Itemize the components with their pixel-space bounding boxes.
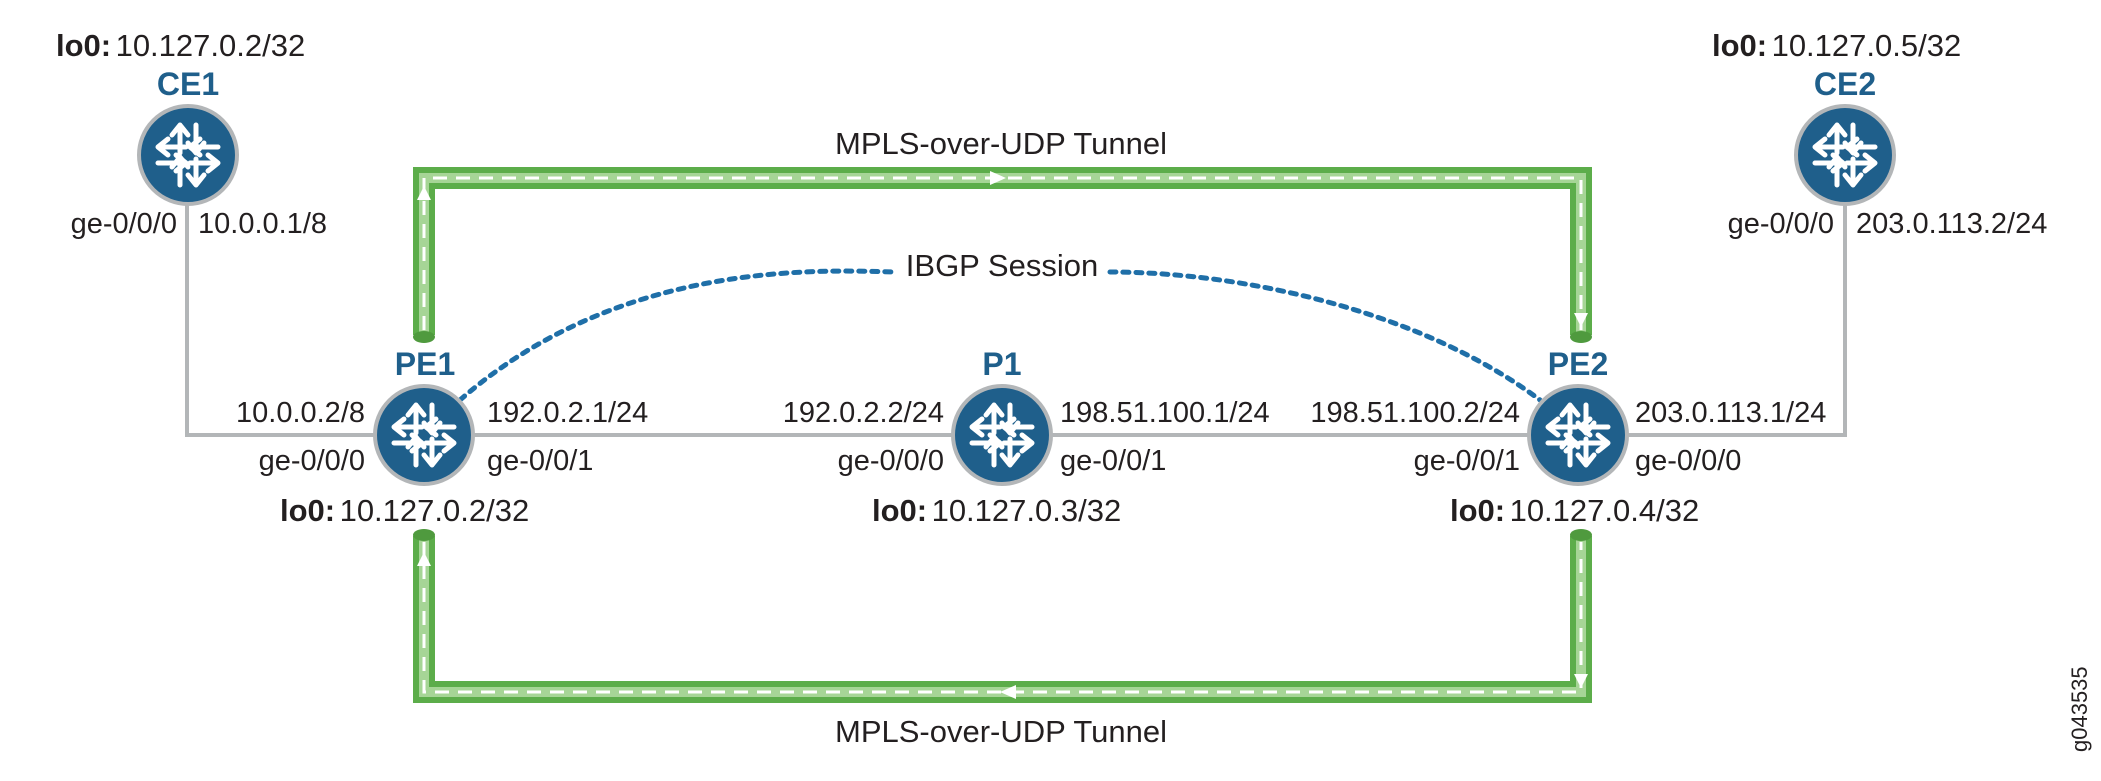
- arrow-right-icon: [990, 171, 1006, 185]
- pe1-name: PE1: [395, 346, 455, 382]
- pe2-left-address: 198.51.100.2/24: [1310, 397, 1520, 429]
- p1-loopback: lo0: 10.127.0.3/32: [872, 493, 1121, 528]
- arrow-down-icon: [1574, 674, 1588, 688]
- router-ce2: [1796, 106, 1894, 204]
- p1-left-address: 192.0.2.2/24: [783, 397, 944, 429]
- tunnel-bottom-label: MPLS-over-UDP Tunnel: [835, 714, 1167, 749]
- figure-id: g043535: [2067, 666, 2092, 752]
- router-arrows-icon: [1796, 106, 1894, 204]
- arrow-left-icon: [1000, 685, 1016, 699]
- router-arrows-icon: [1529, 386, 1627, 484]
- ce1-name: CE1: [157, 66, 219, 102]
- router-arrows-icon: [953, 386, 1051, 484]
- router-pe1: [375, 386, 473, 484]
- ce2-address-label: 203.0.113.2/24: [1856, 208, 2047, 240]
- ce2-interface-label: ge-0/0/0: [1728, 208, 1834, 240]
- arrow-up-icon: [417, 552, 431, 566]
- router-pe2: [1529, 386, 1627, 484]
- pe2-loopback: lo0: 10.127.0.4/32: [1450, 493, 1699, 528]
- pe1-right-address: 192.0.2.1/24: [487, 397, 648, 429]
- tunnel-top-label: MPLS-over-UDP Tunnel: [835, 126, 1167, 161]
- pe1-loopback: lo0: 10.127.0.2/32: [280, 493, 529, 528]
- arrow-down-icon: [1574, 313, 1588, 327]
- ibgp-session-arc: [457, 268, 1543, 403]
- router-arrows-icon: [139, 106, 237, 204]
- ce2-loopback: lo0: 10.127.0.5/32: [1712, 28, 1961, 63]
- pe1-right-interface: ge-0/0/1: [487, 445, 593, 477]
- ce2-name: CE2: [1814, 66, 1876, 102]
- p1-name: P1: [982, 346, 1021, 382]
- link-ce1-pe1: [185, 200, 380, 437]
- arrow-up-icon: [417, 186, 431, 200]
- tunnel-top: [413, 167, 1592, 343]
- pe2-left-interface: ge-0/0/1: [1414, 445, 1520, 477]
- pe2-right-interface: ge-0/0/0: [1635, 445, 1741, 477]
- ce1-address-label: 10.0.0.1/8: [198, 208, 327, 240]
- p1-right-interface: ge-0/0/1: [1060, 445, 1166, 477]
- router-p1: [953, 386, 1051, 484]
- router-ce1: [139, 106, 237, 204]
- link-pe2-ce2: [1620, 200, 1847, 437]
- tunnel-bottom: [413, 529, 1592, 703]
- router-arrows-icon: [375, 386, 473, 484]
- p1-left-interface: ge-0/0/0: [838, 445, 944, 477]
- pe1-left-address: 10.0.0.2/8: [236, 397, 365, 429]
- pe1-left-interface: ge-0/0/0: [259, 445, 365, 477]
- p1-right-address: 198.51.100.1/24: [1060, 397, 1270, 429]
- pe2-right-address: 203.0.113.1/24: [1635, 397, 1826, 429]
- pe2-name: PE2: [1548, 346, 1608, 382]
- physical-links: [185, 200, 1847, 437]
- ce1-loopback: lo0: 10.127.0.2/32: [56, 28, 305, 63]
- ce1-interface-label: ge-0/0/0: [71, 208, 177, 240]
- ibgp-session-label: IBGP Session: [906, 248, 1098, 283]
